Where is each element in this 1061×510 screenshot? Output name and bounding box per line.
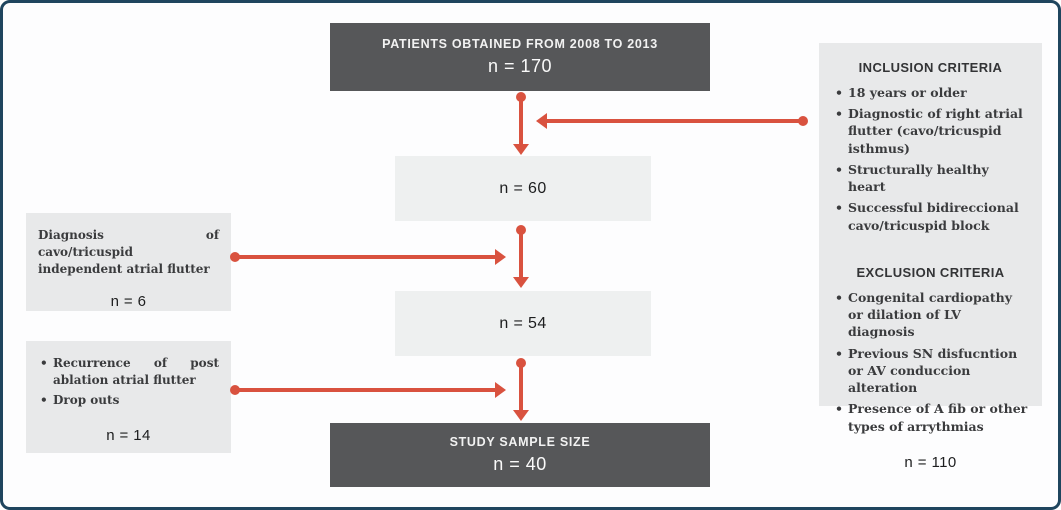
- arrow-dot: [230, 385, 240, 395]
- arrow-head-left-icon: [536, 113, 547, 129]
- inclusion-item: Structurally healthy heart: [833, 161, 1028, 196]
- n54-box: n = 54: [395, 291, 651, 356]
- inclusion-criteria-title: INCLUSION CRITERIA: [858, 60, 1003, 75]
- excluded-flutter-box: Diagnosis of cavo/tricuspid independent …: [26, 213, 231, 311]
- arrow-line: [238, 255, 495, 259]
- criteria-n: n = 110: [904, 453, 957, 471]
- exclusion-item: Presence of A fib or other types of arry…: [833, 400, 1028, 435]
- arrow-line: [238, 388, 495, 392]
- inclusion-criteria-list: 18 years or older Diagnostic of right at…: [833, 84, 1028, 234]
- arrow-flutter-to-center: [230, 249, 506, 265]
- excluded-recurrence-n: n = 14: [106, 427, 151, 445]
- arrow-n54-to-study: [513, 358, 529, 421]
- arrow-line: [519, 362, 523, 412]
- arrow-line: [545, 119, 801, 123]
- arrow-dot: [798, 116, 808, 126]
- excluded-flutter-n: n = 6: [110, 293, 147, 311]
- inclusion-item: 18 years or older: [833, 84, 1028, 102]
- criteria-box: INCLUSION CRITERIA 18 years or older Dia…: [819, 43, 1042, 471]
- exclusion-criteria-list: Congenital cardiopathy or dilation of LV…: [833, 289, 1028, 435]
- excluded-flutter-text: Diagnosis of cavo/tricuspid independent …: [38, 228, 219, 276]
- arrow-dot: [516, 358, 526, 368]
- patients-obtained-title: PATIENTS OBTAINED FROM 2008 TO 2013: [382, 37, 658, 51]
- arrow-n60-to-n54: [513, 225, 529, 288]
- arrow-head-down-icon: [513, 144, 529, 155]
- arrow-criteria-to-center: [536, 113, 808, 129]
- n60-box: n = 60: [395, 156, 651, 221]
- exclusion-item: Previous SN disfucntion or AV conduccion…: [833, 345, 1028, 397]
- arrow-line: [519, 96, 523, 146]
- arrow-head-down-icon: [513, 277, 529, 288]
- n54-label: n = 54: [499, 314, 547, 332]
- exclusion-item: Congenital cardiopathy or dilation of LV…: [833, 289, 1028, 341]
- n60-label: n = 60: [499, 179, 547, 197]
- arrow-top-to-n60: [513, 92, 529, 155]
- arrow-dot: [516, 225, 526, 235]
- inclusion-item: Successful bidireccional cavo/tricuspid …: [833, 199, 1028, 234]
- study-sample-n: n = 40: [493, 454, 547, 474]
- exclusion-criteria-title: EXCLUSION CRITERIA: [856, 264, 1005, 280]
- study-sample-title: STUDY SAMPLE SIZE: [449, 435, 591, 449]
- arrow-head-right-icon: [495, 249, 506, 265]
- arrow-head-right-icon: [495, 382, 506, 398]
- patients-obtained-n: n = 170: [487, 56, 553, 76]
- arrow-dot: [516, 92, 526, 102]
- dropouts-bullet: Drop outs: [38, 392, 219, 409]
- arrow-head-down-icon: [513, 410, 529, 421]
- recurrence-bullet: Recurrence of post ablation atrial flutt…: [38, 355, 219, 389]
- inclusion-item: Diagnostic of right atrial flutter (cavo…: [833, 105, 1028, 157]
- study-sample-box: STUDY SAMPLE SIZE n = 40: [330, 423, 710, 487]
- excluded-recurrence-box: Recurrence of post ablation atrial flutt…: [26, 341, 231, 453]
- patients-obtained-box: PATIENTS OBTAINED FROM 2008 TO 2013 n = …: [330, 23, 710, 91]
- arrow-dot: [230, 252, 240, 262]
- arrow-recurrence-to-center: [230, 382, 506, 398]
- arrow-line: [519, 229, 523, 279]
